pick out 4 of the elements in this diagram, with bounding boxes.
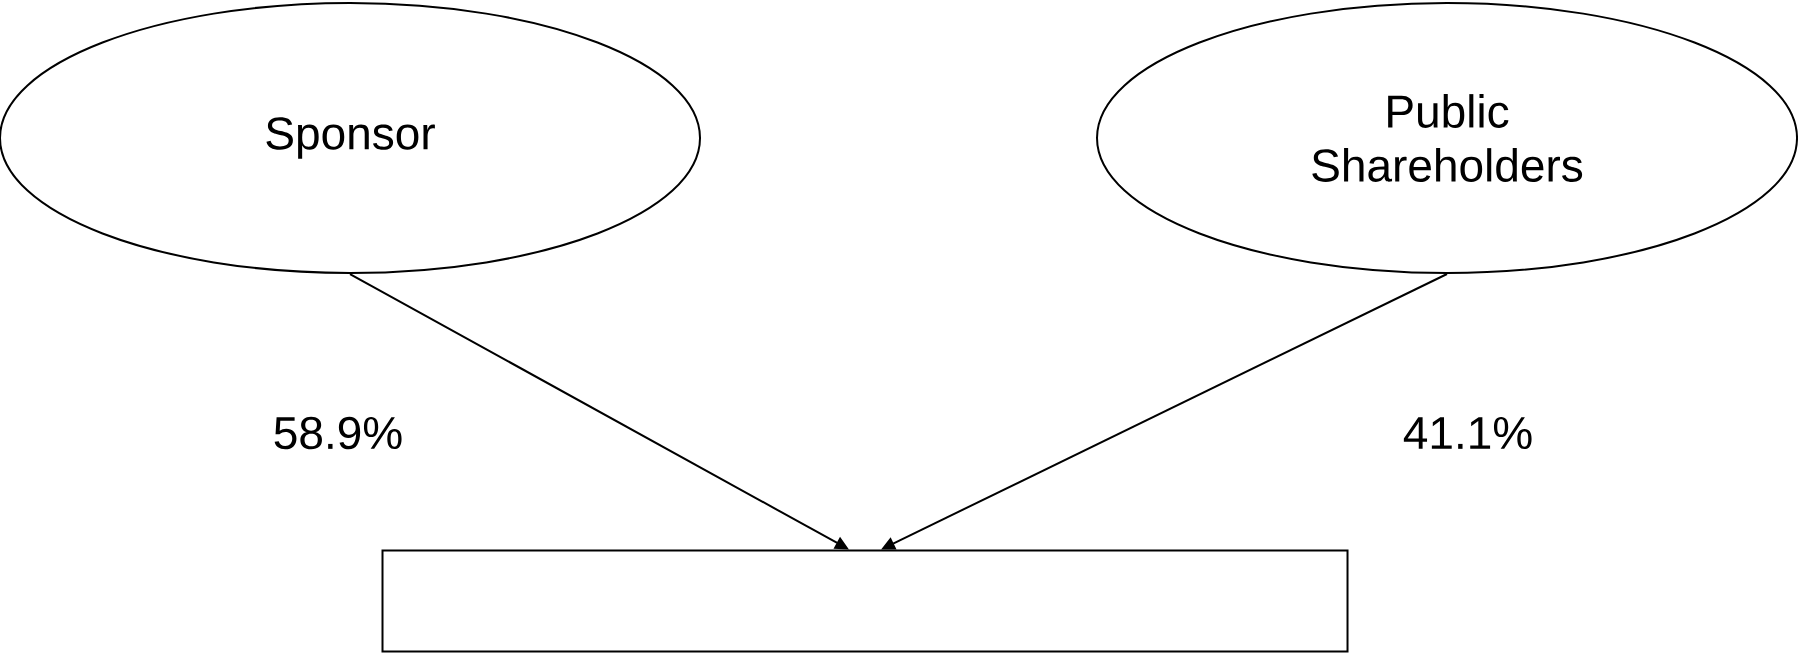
process-box — [381, 549, 1349, 653]
edge-label: 41.1% — [1403, 416, 1532, 450]
ellipse-node: Public Shareholders — [1096, 2, 1798, 274]
edge-label: 58.9% — [274, 416, 402, 450]
